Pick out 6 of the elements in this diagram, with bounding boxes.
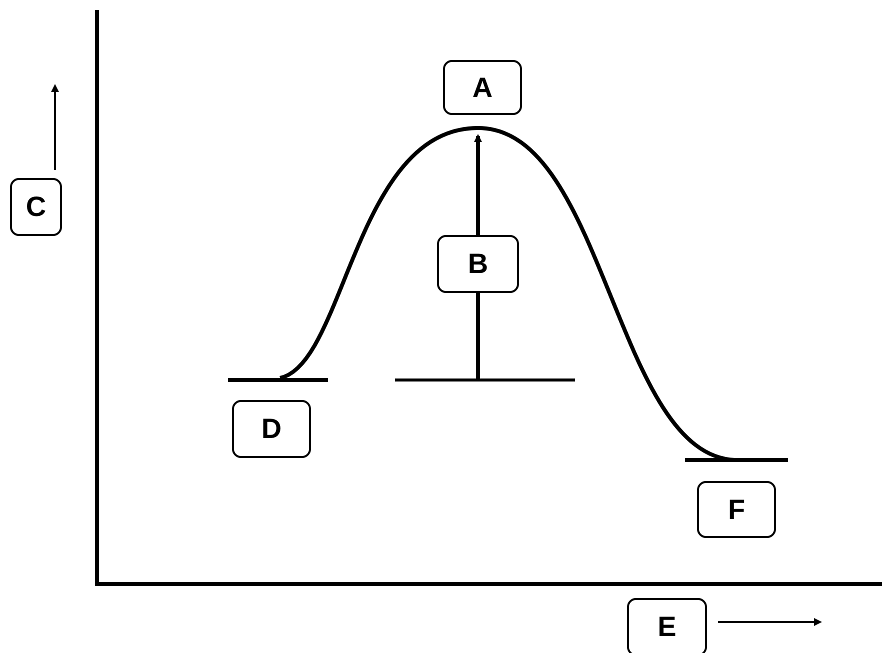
- label-box: C: [10, 178, 62, 236]
- label-box: F: [697, 481, 776, 538]
- label-box: E: [627, 598, 707, 653]
- label-box: A: [443, 60, 522, 115]
- label-box: B: [437, 235, 519, 293]
- label-box: D: [232, 400, 311, 458]
